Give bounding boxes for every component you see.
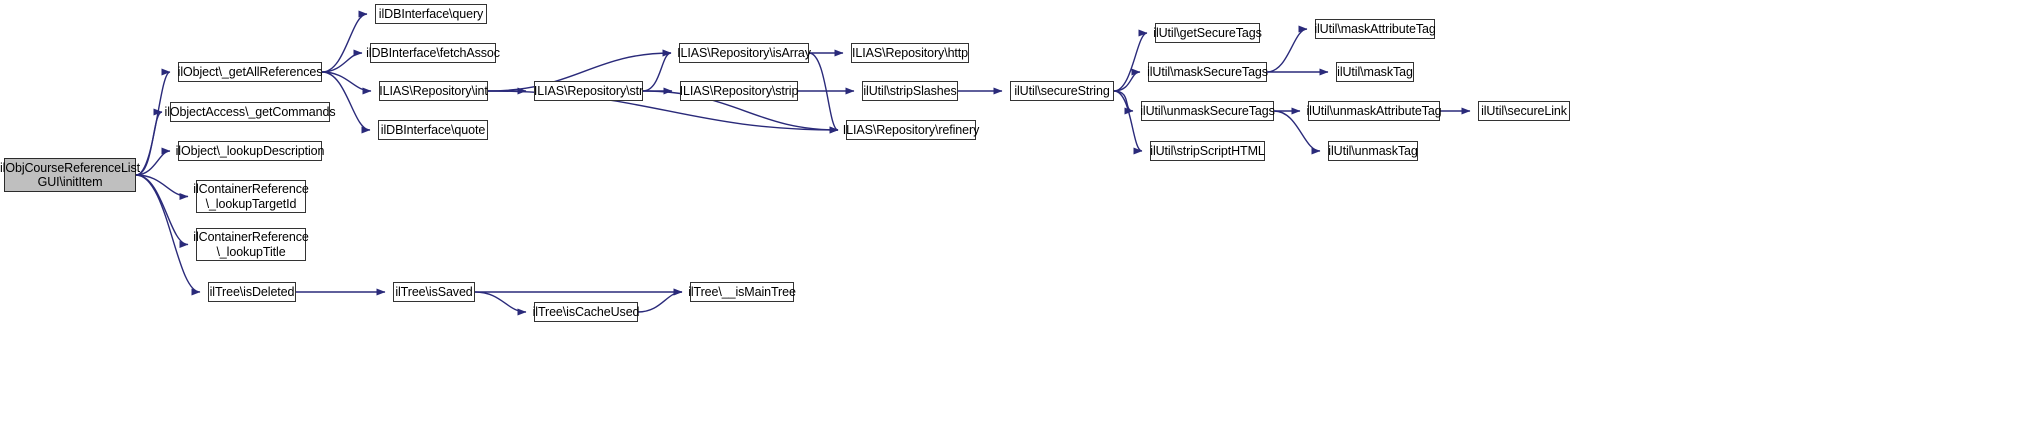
graph-node-isDeleted[interactable]: ilTree\isDeleted	[208, 282, 296, 302]
graph-edge-getAllReferences-to-fetchAssoc	[321, 49, 363, 73]
graph-edge-repoInt-to-isArray	[487, 49, 672, 92]
graph-edge-getAllReferences-to-repoInt	[321, 71, 372, 95]
graph-node-repoStr[interactable]: ILIAS\Repository\str	[534, 81, 643, 101]
graph-node-fetchAssoc[interactable]: ilDBInterface\fetchAssoc	[366, 43, 500, 63]
graph-edge-getAllReferences-to-query	[321, 10, 368, 73]
graph-edge-repoStr-to-isArray	[642, 49, 672, 92]
graph-node-getSecureTags[interactable]: ilUtil\getSecureTags	[1153, 23, 1262, 43]
graph-edge-unmaskSecureTags-to-unmaskTag	[1273, 110, 1321, 155]
graph-edge-root-to-lookupTitle	[135, 174, 189, 248]
graph-node-refinery[interactable]: ILIAS\Repository\refinery	[843, 120, 979, 140]
graph-node-lookupDescription[interactable]: ilObject\_lookupDescription	[176, 141, 324, 161]
graph-node-getCommands[interactable]: ilObjectAccess\_getCommands	[165, 102, 336, 122]
graph-node-query[interactable]: ilDBInterface\query	[375, 4, 487, 24]
graph-node-getAllReferences[interactable]: ilObject\_getAllReferences	[178, 62, 322, 82]
graph-edge-isSaved-to-isCacheUsed	[474, 291, 527, 316]
graph-node-http[interactable]: ILIAS\Repository\http	[851, 43, 969, 63]
graph-node-unmaskSecureTags[interactable]: ilUtil\unmaskSecureTags	[1140, 101, 1275, 121]
graph-edge-root-to-getCommands	[135, 108, 163, 176]
graph-edge-isCacheUsed-to-isMainTree	[637, 288, 683, 313]
graph-node-quote[interactable]: ilDBInterface\quote	[378, 120, 488, 140]
graph-edge-root-to-getAllReferences	[135, 68, 171, 176]
graph-node-maskTag[interactable]: ilUtil\maskTag	[1336, 62, 1414, 82]
graph-node-isSaved[interactable]: ilTree\isSaved	[393, 282, 475, 302]
graph-node-maskAttributeTag[interactable]: ilUtil\maskAttributeTag	[1314, 19, 1436, 39]
graph-node-root[interactable]: ilObjCourseReferenceList GUI\initItem	[0, 158, 140, 192]
graph-edge-secureString-to-stripScriptHTML	[1113, 90, 1143, 155]
graph-edge-maskSecureTags-to-maskAttributeTag	[1266, 25, 1308, 73]
graph-edge-root-to-isDeleted	[135, 174, 201, 296]
graph-node-stripSlashes[interactable]: ilUtil\stripSlashes	[862, 81, 958, 101]
graph-edge-repoStr-to-refinery	[642, 90, 839, 134]
graph-node-unmaskAttributeTag[interactable]: ilUtil\unmaskAttributeTag	[1306, 101, 1442, 121]
graph-node-isArray[interactable]: ILIAS\Repository\isArray	[677, 43, 811, 63]
graph-node-repoInt[interactable]: ILIAS\Repository\int	[379, 81, 488, 101]
graph-node-secureLink[interactable]: ilUtil\secureLink	[1478, 101, 1570, 121]
graph-node-secureString[interactable]: ilUtil\secureString	[1010, 81, 1114, 101]
graph-edge-getAllReferences-to-quote	[321, 71, 371, 134]
graph-edge-secureString-to-maskSecureTags	[1113, 68, 1141, 92]
graph-node-unmaskTag[interactable]: ilUtil\unmaskTag	[1328, 141, 1418, 161]
graph-node-repoStrip[interactable]: ILIAS\Repository\strip	[680, 81, 798, 101]
graph-node-isMainTree[interactable]: ilTree\__isMainTree	[688, 282, 796, 302]
graph-node-lookupTitle[interactable]: ilContainerReference \_lookupTitle	[193, 228, 309, 261]
graph-edge-secureString-to-unmaskSecureTags	[1113, 90, 1134, 115]
graph-node-stripScriptHTML[interactable]: ilUtil\stripScriptHTML	[1150, 141, 1265, 161]
graph-node-lookupTargetId[interactable]: ilContainerReference \_lookupTargetId	[193, 180, 309, 213]
graph-edge-root-to-lookupTargetId	[135, 174, 189, 200]
graph-node-isCacheUsed[interactable]: ilTree\isCacheUsed	[533, 302, 640, 322]
graph-edge-secureString-to-getSecureTags	[1113, 29, 1148, 92]
graph-node-maskSecureTags[interactable]: ilUtil\maskSecureTags	[1147, 62, 1268, 82]
graph-edge-root-to-lookupDescription	[135, 147, 171, 176]
